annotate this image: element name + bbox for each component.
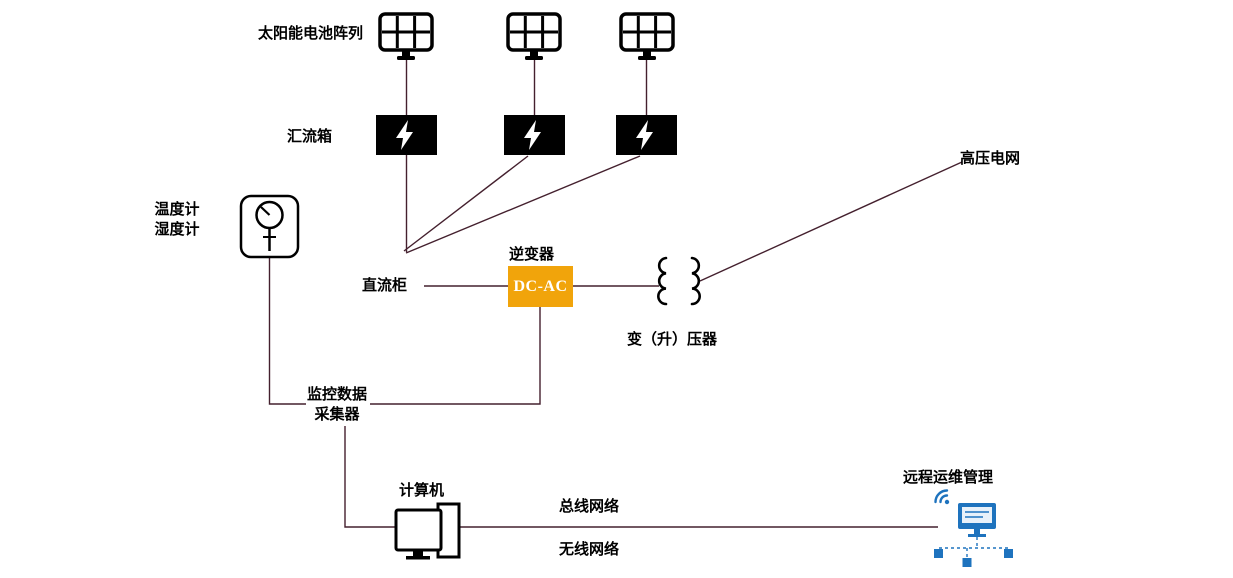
- label-thermometer-line1: 温度计: [154, 202, 200, 218]
- label-collector-line1: 监控数据: [306, 387, 367, 403]
- label-thermometer-hygrometer: 温度计 湿度计: [146, 200, 208, 240]
- label-thermometer-line2: 湿度计: [154, 222, 200, 238]
- network-links: [939, 537, 1009, 558]
- label-solar-array: 太阳能电池阵列: [258, 26, 364, 42]
- solar-panel-icon-3: [619, 12, 675, 62]
- computer-monitor: [394, 508, 443, 552]
- label-transformer: 变（升）压器: [627, 332, 718, 348]
- solar-panel-icon-2: [506, 12, 562, 62]
- transformer-primary-coil: [657, 256, 668, 306]
- wires: [268, 60, 963, 528]
- label-remote-mgmt: 远程运维管理: [903, 470, 994, 486]
- label-hv-grid: 高压电网: [960, 151, 1021, 167]
- combiner-box-icon-2: [504, 115, 565, 155]
- label-bus-network: 总线网络: [559, 499, 620, 515]
- transformer-secondary-coil: [690, 256, 701, 306]
- combiner-box-icon-3: [616, 115, 677, 155]
- label-collector-line2: 采集器: [314, 407, 360, 423]
- label-dc-cabinet: 直流柜: [362, 278, 408, 294]
- transformer-icon: [657, 256, 701, 306]
- wire-inverter-collector: [370, 307, 541, 405]
- wifi-icon: [934, 489, 949, 504]
- label-data-collector: 监控数据 采集器: [306, 385, 368, 425]
- wire-combiner2-dc: [403, 155, 529, 252]
- gauge-needle: [260, 206, 271, 216]
- wire-combiner3-dc: [405, 155, 641, 254]
- label-computer: 计算机: [399, 483, 445, 499]
- remote-management-icon: [934, 489, 1013, 567]
- label-wireless-network: 无线网络: [559, 542, 620, 558]
- wire-transformer-grid: [699, 161, 963, 282]
- label-inverter: 逆变器: [509, 247, 555, 263]
- computer-icon: [394, 502, 461, 560]
- network-nodes: [934, 549, 1013, 567]
- combiner-box-icon-1: [376, 115, 437, 155]
- wire-collector-computer: [344, 426, 396, 528]
- thermometer-hygrometer-icon: [239, 194, 300, 259]
- wire-thermometer-collector: [268, 257, 306, 405]
- inverter-dcac-box: DC-AC: [508, 266, 573, 307]
- solar-panel-icon-1: [378, 12, 434, 62]
- label-combiner-box: 汇流箱: [287, 129, 333, 145]
